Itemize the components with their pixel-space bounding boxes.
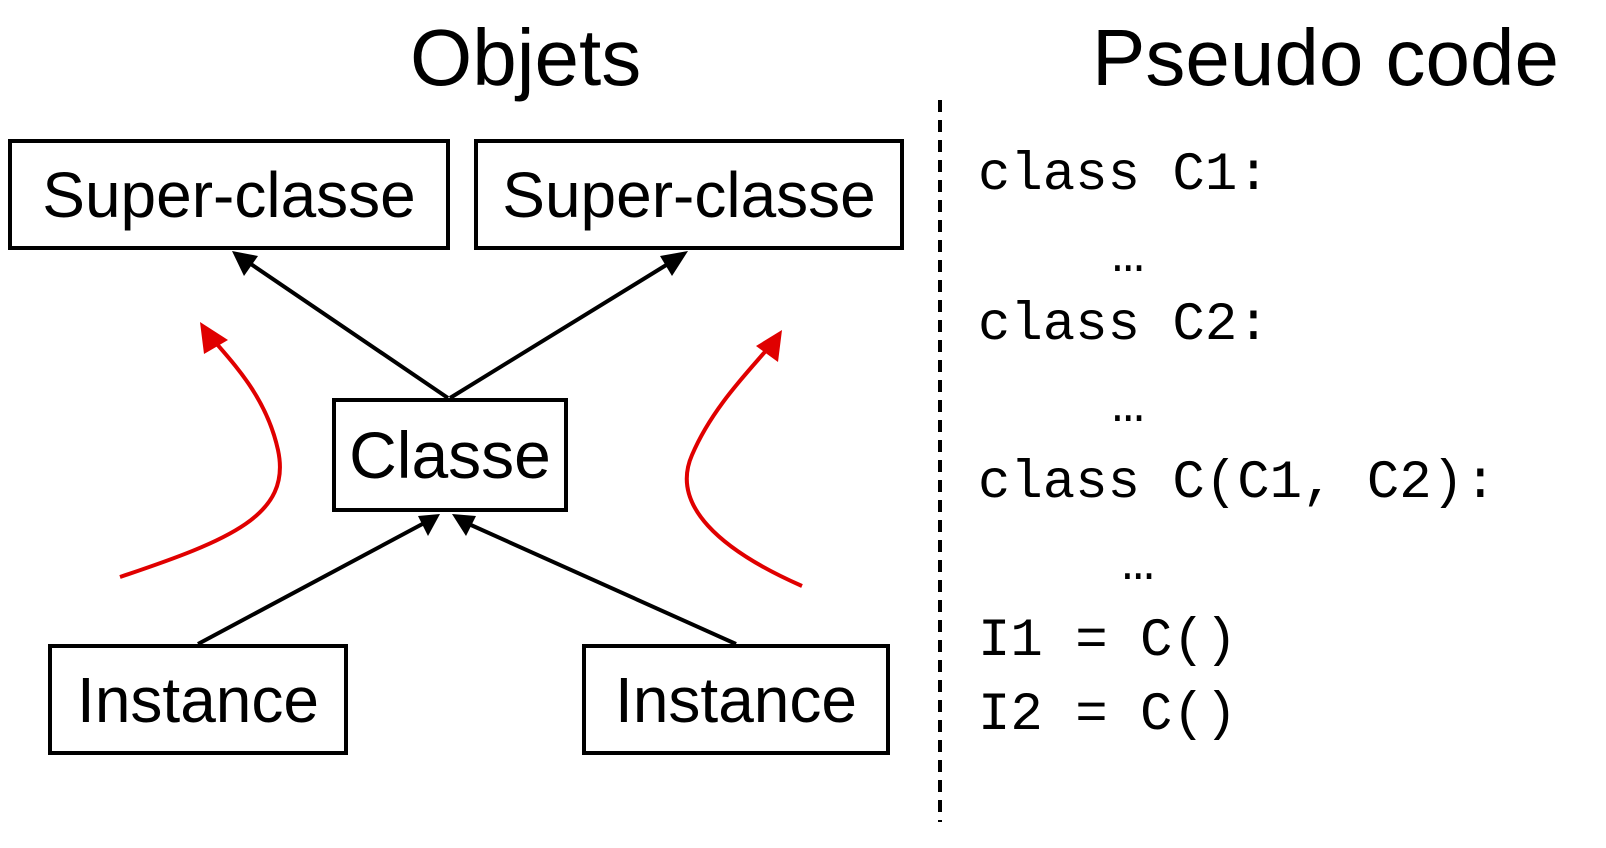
code-line: … bbox=[1112, 377, 1145, 438]
arrow-classe-to-superclass-right bbox=[448, 257, 678, 400]
superclass-box-right: Super-classe bbox=[474, 139, 904, 250]
class-box: Classe bbox=[332, 398, 568, 512]
code-line: I2 = C() bbox=[978, 685, 1238, 746]
heading-objects: Objets bbox=[410, 13, 642, 102]
arrowhead-classe-from-left bbox=[418, 514, 440, 536]
superclass-box-left: Super-classe bbox=[8, 139, 450, 250]
code-line: I1 = C() bbox=[978, 611, 1238, 672]
lookup-curve-right bbox=[684, 344, 803, 588]
code-line: class C2: bbox=[978, 295, 1270, 356]
lookup-curve-left bbox=[119, 334, 282, 579]
lookup-arrows bbox=[119, 322, 803, 588]
arrowhead-superclass-left bbox=[232, 251, 258, 276]
inheritance-arrows bbox=[197, 251, 737, 646]
arrow-instance-right-to-classe bbox=[461, 519, 737, 646]
instance-box-right: Instance bbox=[582, 644, 890, 755]
lookup-arrowhead-right bbox=[756, 330, 782, 362]
lookup-arrowhead-left bbox=[200, 322, 228, 354]
arrow-classe-to-superclass-left bbox=[240, 256, 450, 400]
code-line: … bbox=[1122, 535, 1155, 596]
arrow-instance-left-to-classe bbox=[197, 519, 429, 646]
arrowhead-classe-from-right bbox=[452, 514, 476, 536]
code-line: class C(C1, C2): bbox=[978, 453, 1497, 514]
arrowhead-superclass-right bbox=[660, 251, 688, 276]
code-line: … bbox=[1112, 227, 1145, 288]
instance-box-left: Instance bbox=[48, 644, 348, 755]
code-line: class C1: bbox=[978, 145, 1270, 206]
heading-pseudo-code: Pseudo code bbox=[1092, 13, 1560, 102]
